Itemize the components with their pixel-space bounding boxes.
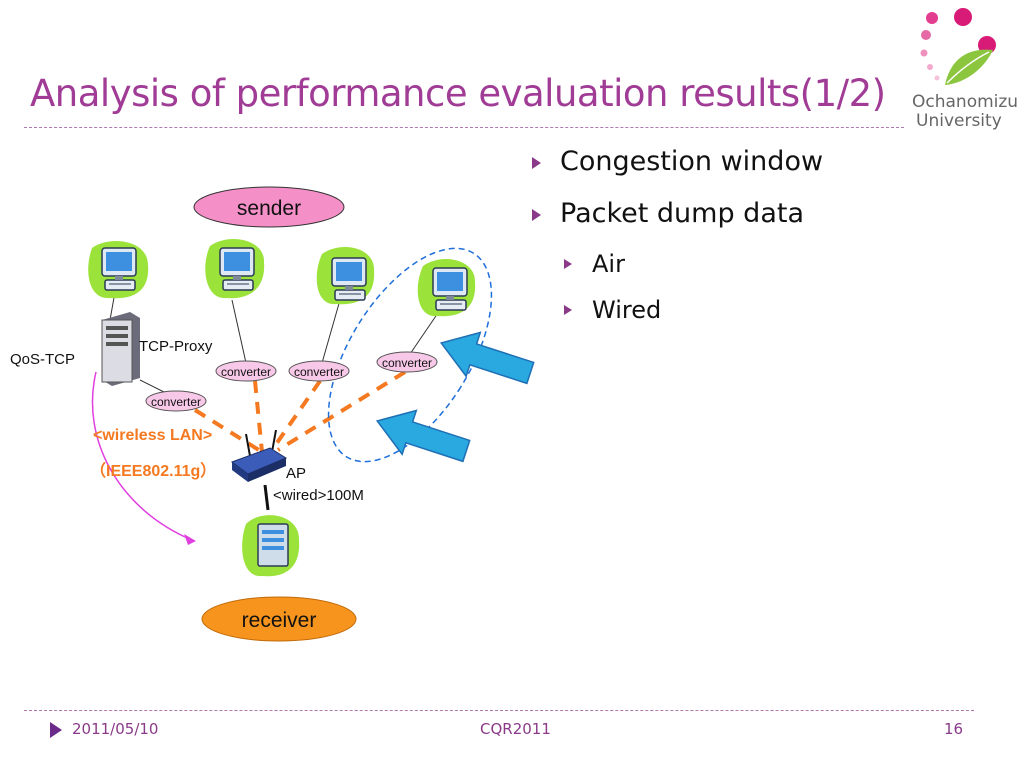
- footer-divider: [24, 710, 974, 711]
- footer-event: CQR2011: [480, 720, 551, 738]
- bullet-text: Wired: [592, 296, 662, 324]
- qos-tcp-curve: [91, 371, 193, 541]
- wireless-link-1: [193, 408, 264, 454]
- wireless-lan-label: <wireless LAN>: [93, 427, 212, 444]
- logo-dot: [926, 12, 938, 24]
- logo-text-line2: University: [916, 111, 1002, 131]
- qos-tcp-label: QoS-TCP: [10, 351, 75, 368]
- bullet-arrow-icon: [564, 259, 572, 269]
- wireless-link-3: [270, 379, 322, 452]
- converter-label: converter: [151, 395, 201, 409]
- bullet-arrow-icon: [564, 305, 572, 315]
- sender-computer-3: [316, 247, 375, 305]
- highlight-ellipse: [327, 247, 493, 463]
- link-pc3-conv: [321, 299, 341, 364]
- link-pc4-conv: [409, 309, 441, 355]
- wireless-link-4: [276, 370, 407, 452]
- bullet-arrow-icon: [532, 157, 541, 169]
- converter-node: [215, 360, 277, 382]
- converter-label: converter: [294, 365, 344, 379]
- sender-label: sender: [237, 197, 301, 220]
- converter-label: converter: [221, 365, 271, 379]
- footer-triangle-icon: [50, 722, 62, 738]
- title-divider: [24, 127, 904, 128]
- logo-leaf-vein: [946, 51, 990, 84]
- university-logo: [920, 8, 996, 85]
- wired-link: [263, 484, 270, 511]
- sub-bullet-item: Wired: [564, 296, 823, 342]
- wireless-link-2: [253, 380, 264, 453]
- logo-dot: [978, 36, 996, 54]
- sender-computer-4: [417, 259, 476, 317]
- converter-label: converter: [382, 356, 432, 370]
- logo-dot: [920, 49, 928, 57]
- converter-node: [376, 351, 438, 373]
- logo-dot: [921, 30, 931, 40]
- wired-label: <wired>100M: [273, 487, 364, 504]
- ap-label: AP: [286, 465, 306, 482]
- bullet-text: Congestion window: [560, 146, 824, 177]
- bullet-text: Packet dump data: [560, 198, 805, 229]
- tcp-proxy-label: TCP-Proxy: [139, 338, 213, 355]
- footer-date: 2011/05/10: [72, 720, 159, 738]
- logo-text-line1: Ochanomizu: [912, 92, 1019, 112]
- sender-computer-1: [88, 241, 149, 299]
- converter-node: [145, 390, 207, 412]
- bullet-list: Congestion window Packet dump data Air W…: [532, 146, 823, 342]
- qos-tcp-arrowhead: [184, 534, 196, 545]
- link-pc2-conv: [231, 299, 247, 364]
- receiver-computer: [242, 515, 300, 577]
- sender-node: [193, 186, 345, 228]
- sub-bullet-item: Air: [564, 250, 823, 296]
- logo-dot: [934, 75, 940, 81]
- sender-computer-2: [205, 239, 265, 299]
- blue-arrow-lower: [375, 409, 471, 463]
- bullet-text: Air: [592, 250, 625, 278]
- bullet-item: Packet dump data: [532, 198, 823, 250]
- slide-number: 16: [944, 720, 964, 738]
- wireless-standard-label: （IEEE802.11g）: [90, 462, 216, 480]
- wireless-ap-router: [230, 429, 288, 482]
- page-title: Analysis of performance evaluation resul…: [30, 72, 886, 115]
- blue-arrow-upper: [439, 331, 535, 385]
- receiver-node: [201, 596, 357, 642]
- bullet-item: Congestion window: [532, 146, 823, 198]
- converter-node: [288, 360, 350, 382]
- receiver-label: receiver: [242, 609, 317, 632]
- tcp-proxy-server: [101, 312, 140, 386]
- bullet-arrow-icon: [532, 209, 541, 221]
- logo-dot: [954, 8, 972, 26]
- logo-dot: [927, 64, 933, 70]
- logo-leaf: [945, 49, 993, 85]
